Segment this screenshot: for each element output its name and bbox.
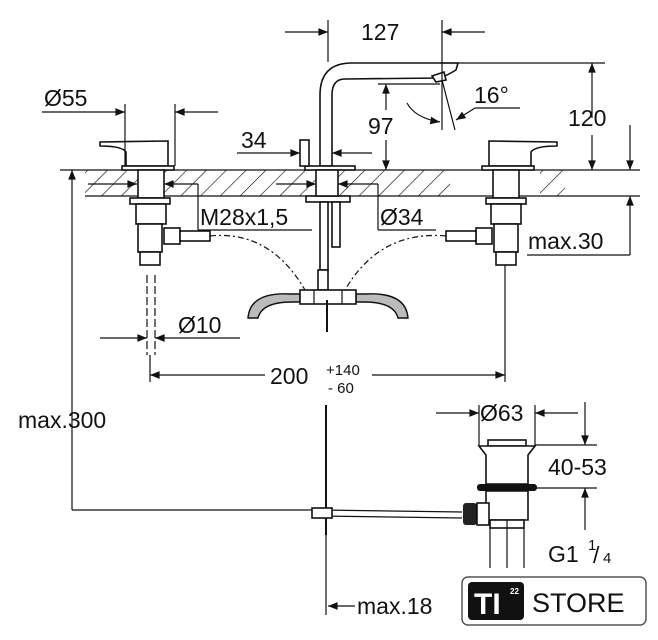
dim-thread: M28x1,5 bbox=[200, 204, 288, 230]
tailpipe bbox=[146, 275, 156, 355]
drain-thread-num: 1 bbox=[588, 537, 596, 554]
hose-path-right bbox=[344, 234, 447, 291]
dim-200-plus: +140 bbox=[326, 362, 360, 379]
dim-tail-diameter: Ø10 bbox=[178, 312, 221, 338]
logo-text: STORE bbox=[532, 588, 625, 618]
logo-superscript: 22 bbox=[510, 587, 519, 596]
dim-200-minus: - 60 bbox=[328, 380, 354, 397]
dim-drain-diameter: Ø63 bbox=[480, 400, 523, 426]
logo-mark: TI bbox=[474, 588, 501, 621]
dim-120: 120 bbox=[568, 105, 606, 131]
store-logo: TI 22 STORE bbox=[461, 576, 647, 626]
dim-max30: max.30 bbox=[528, 228, 603, 254]
pull-rod bbox=[311, 405, 463, 615]
dimension-lines bbox=[42, 20, 634, 610]
dim-max300: max.300 bbox=[18, 407, 106, 433]
dim-drain-thread: G1 1 / 4 bbox=[548, 537, 611, 568]
dim-hole-diameter: Ø34 bbox=[380, 204, 424, 230]
left-valve bbox=[99, 140, 211, 266]
dim-127: 127 bbox=[361, 19, 399, 45]
dim-200: 200 bbox=[270, 363, 308, 389]
pop-up-drain bbox=[463, 439, 537, 568]
spout-shank bbox=[305, 169, 351, 291]
hose-assembly bbox=[247, 289, 409, 319]
hose-path-left bbox=[209, 234, 306, 291]
fraction-slash: / bbox=[593, 542, 600, 568]
drain-thread-den: 4 bbox=[603, 550, 611, 567]
dim-handle-diameter: Ø55 bbox=[44, 85, 87, 111]
drain-thread-main: G1 bbox=[548, 541, 579, 567]
dim-97: 97 bbox=[368, 113, 394, 139]
dim-34: 34 bbox=[241, 127, 267, 153]
dim-max18: max.18 bbox=[357, 593, 432, 619]
dim-40-53: 40-53 bbox=[548, 454, 607, 480]
dim-spout-angle: 16° bbox=[474, 82, 509, 108]
